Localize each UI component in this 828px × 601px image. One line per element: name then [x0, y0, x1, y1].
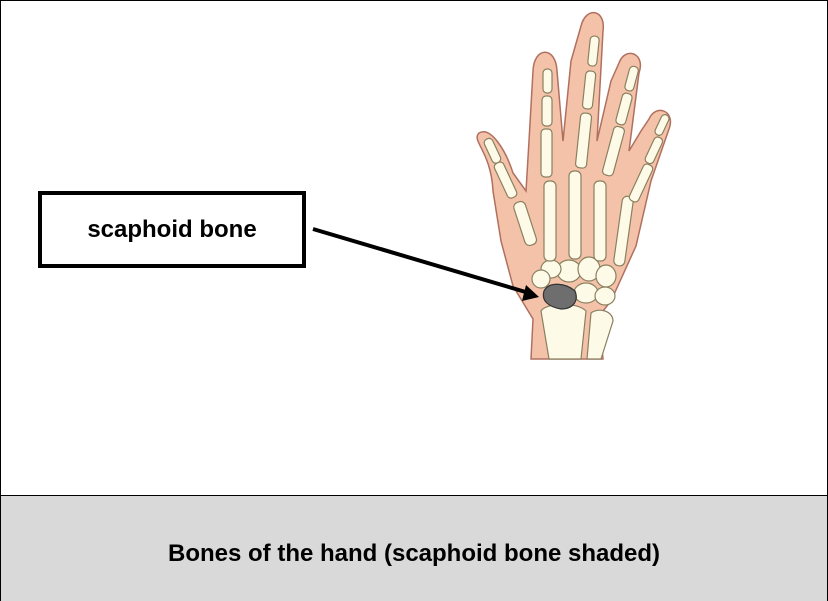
radius-bone: [541, 304, 586, 359]
scaphoid-label-box: scaphoid bone: [38, 191, 306, 268]
forearm-bones: [541, 304, 613, 359]
scaphoid-label: scaphoid bone: [87, 216, 256, 244]
caption-bar: Bones of the hand (scaphoid bone shaded): [1, 495, 827, 601]
figure-caption: Bones of the hand (scaphoid bone shaded): [168, 540, 660, 568]
figure-area: scaphoid bone: [1, 1, 827, 495]
ulna-bone: [587, 310, 613, 359]
